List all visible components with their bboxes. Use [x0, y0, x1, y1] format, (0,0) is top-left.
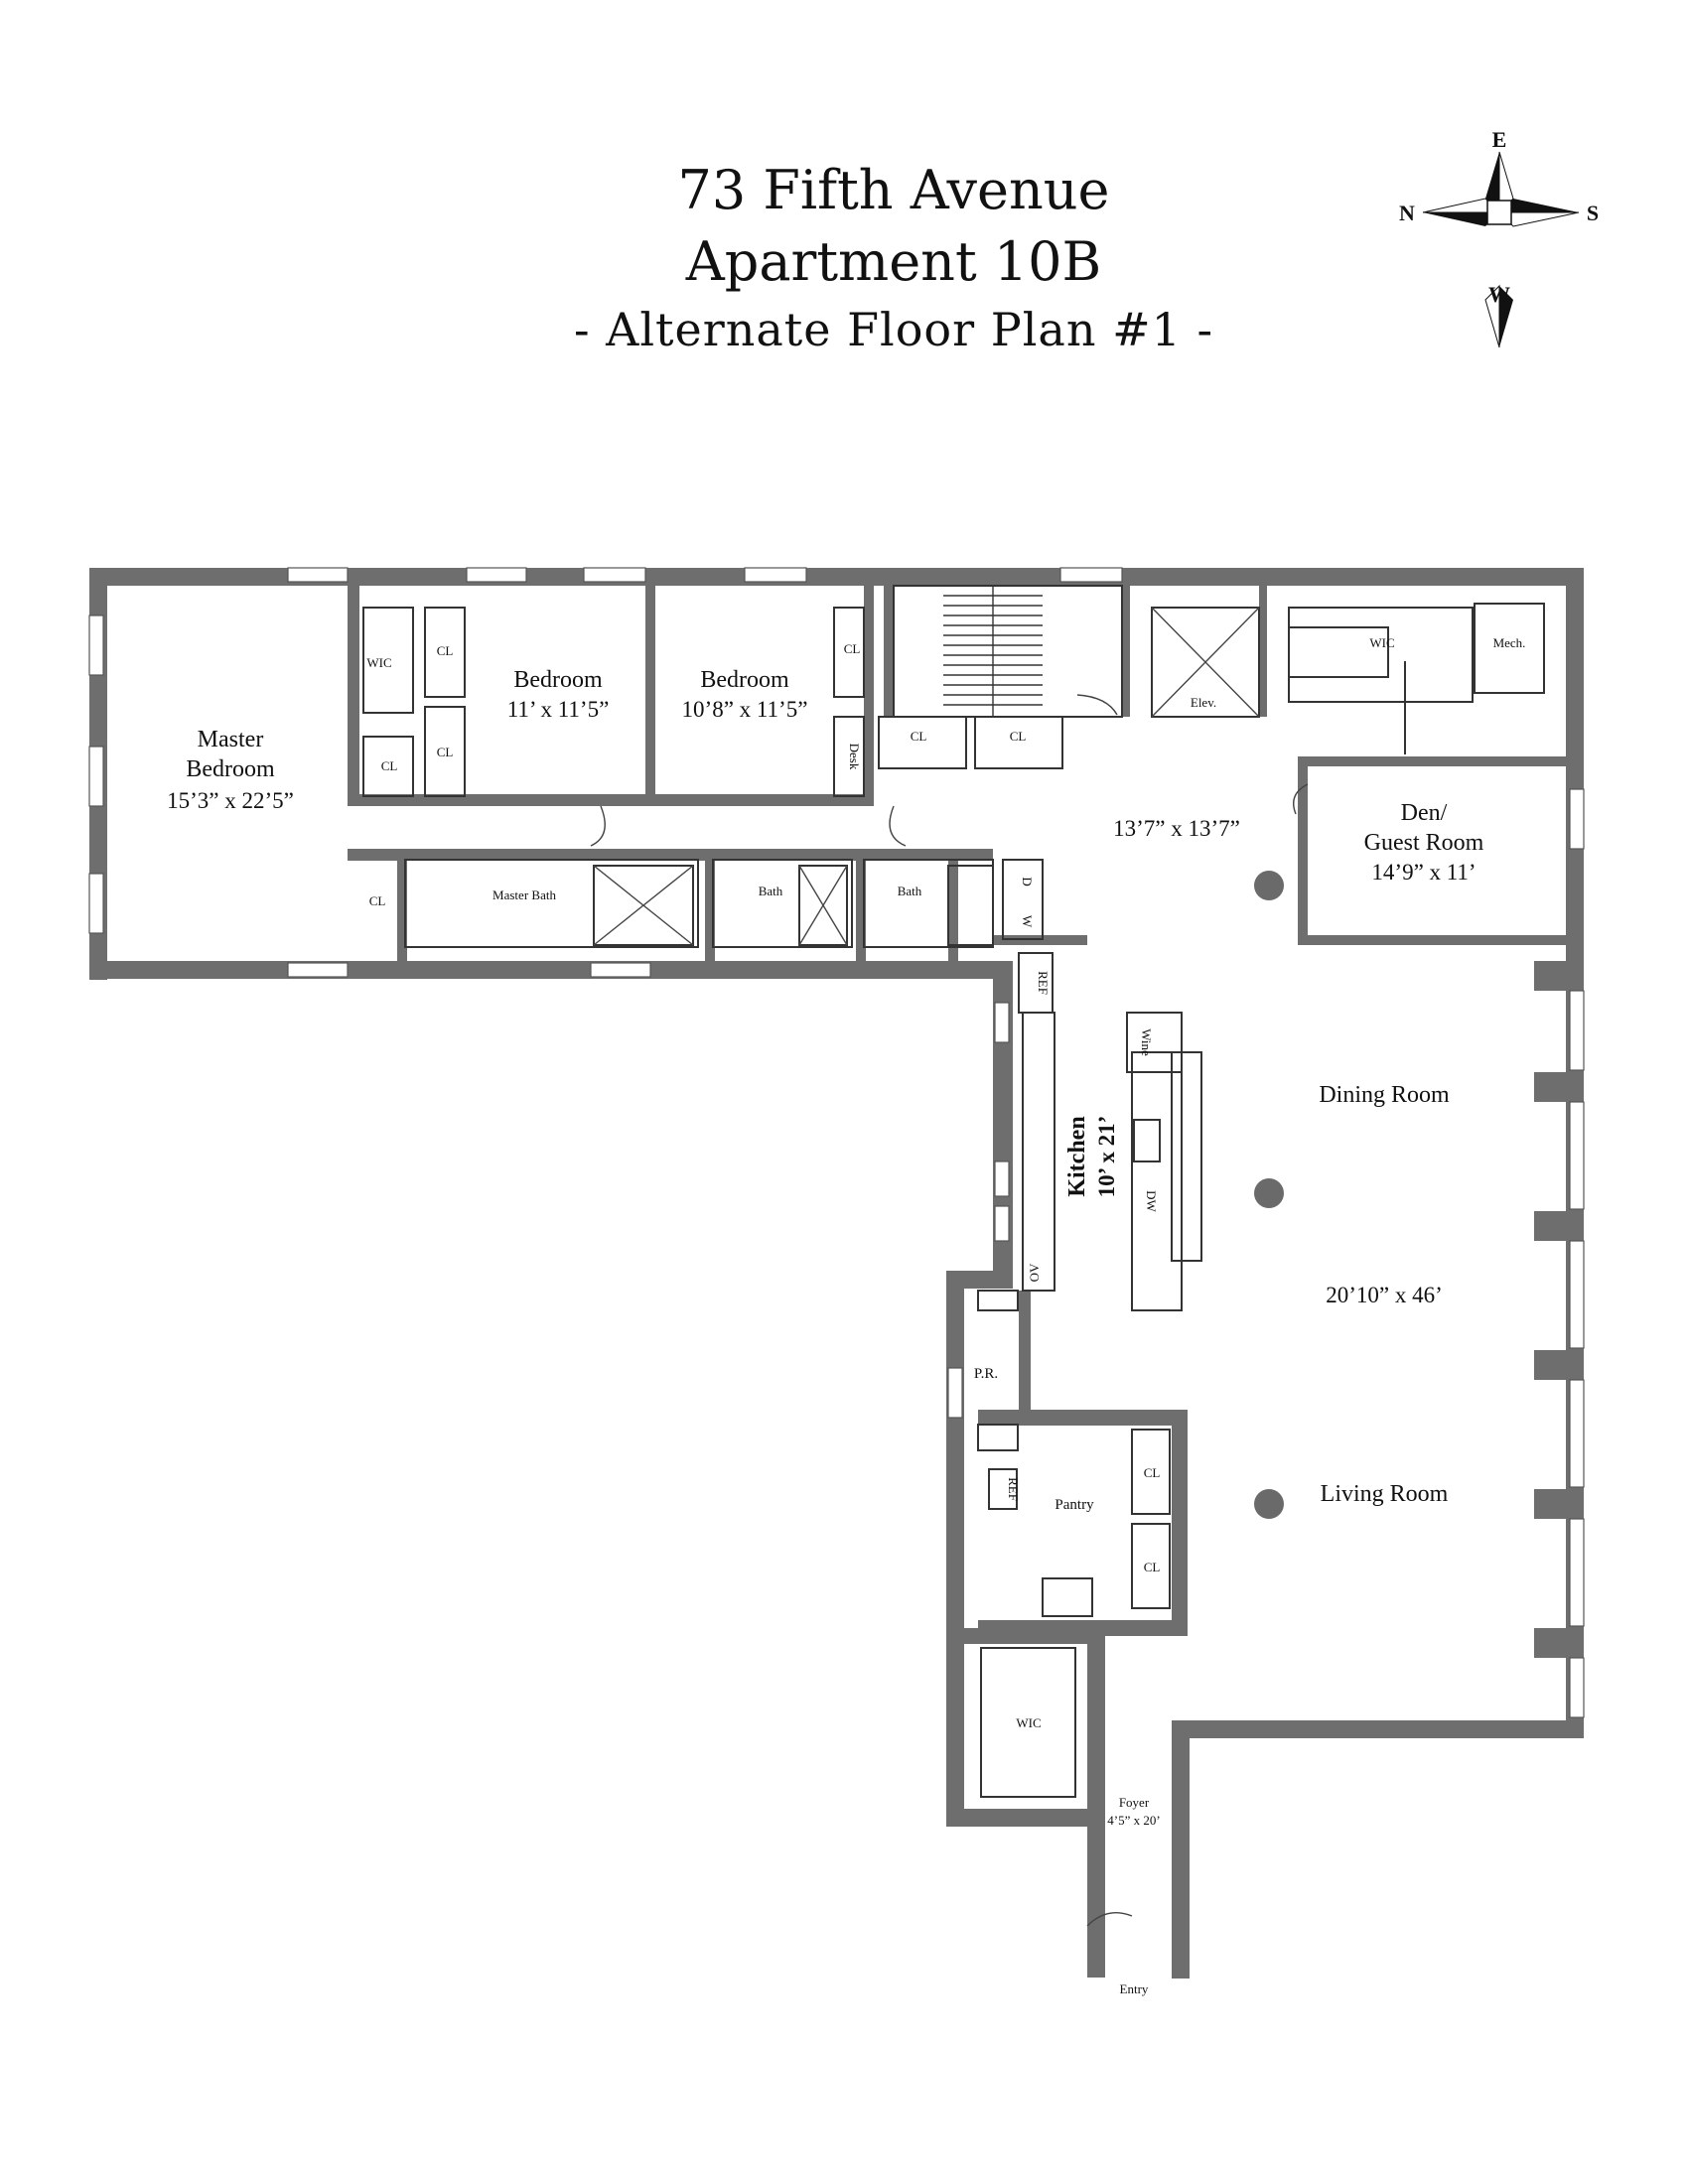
pantry-ref-label: REF — [1006, 1477, 1021, 1501]
den-label: Den/ — [1401, 800, 1448, 826]
master-bedroom-label-2: Bedroom — [186, 756, 275, 782]
cl-label: CL — [1144, 1560, 1161, 1574]
living-dining-dims: 20’10” x 46’ — [1326, 1283, 1443, 1307]
kitchen-dims: 10’ x 21’ — [1094, 1116, 1119, 1198]
ov-label: OV — [1027, 1263, 1042, 1282]
fixture-lines — [362, 585, 1545, 1798]
den-label-2: Guest Room — [1364, 830, 1484, 856]
living-room-label: Living Room — [1321, 1481, 1449, 1507]
wic-foyer-label: WIC — [1016, 1715, 1041, 1730]
desk-label: Desk — [847, 744, 862, 770]
pantry-label: Pantry — [1055, 1497, 1094, 1513]
cl-label: CL — [437, 745, 454, 759]
compass-rose-icon — [1422, 151, 1580, 348]
elevator-label: Elev. — [1191, 695, 1216, 710]
bedroom-1-label: Bedroom — [513, 667, 603, 693]
ref-label: REF — [1036, 971, 1051, 995]
gallery-dims: 13’7” x 13’7” — [1113, 816, 1240, 841]
cl-label: CL — [437, 643, 454, 658]
bath-2-label: Bath — [898, 884, 922, 898]
compass-west-label: W — [1488, 282, 1510, 307]
foyer-label: Foyer — [1119, 1795, 1150, 1810]
cl-label: CL — [1010, 729, 1027, 744]
plan-subtitle: - Alternate Floor Plan #1 - — [573, 303, 1214, 356]
cl-label: CL — [369, 893, 386, 908]
apartment-title: Apartment 10B — [685, 230, 1102, 293]
interior-walls — [348, 586, 1566, 1420]
column — [1254, 871, 1284, 900]
wic-den-label: WIC — [1369, 635, 1394, 650]
dw-label: DW — [1144, 1190, 1159, 1212]
wic-master-label: WIC — [366, 655, 391, 670]
column — [1254, 1178, 1284, 1208]
den-dims: 14’9” x 11’ — [1371, 860, 1476, 885]
cl-label: CL — [844, 641, 861, 656]
address-title: 73 Fifth Avenue — [677, 159, 1110, 221]
bath-1-label: Bath — [759, 884, 783, 898]
compass-south-label: S — [1587, 201, 1599, 225]
foyer-dims: 4’5” x 20’ — [1107, 1813, 1160, 1828]
dryer-label: D — [1020, 877, 1035, 886]
wine-label: Wine — [1139, 1028, 1154, 1056]
master-bedroom-label: Master — [198, 727, 264, 752]
dining-room-label: Dining Room — [1319, 1082, 1450, 1108]
bedroom-2-label: Bedroom — [700, 667, 789, 693]
cl-label: CL — [381, 758, 398, 773]
kitchen-label: Kitchen — [1064, 1116, 1090, 1196]
entry-label: Entry — [1120, 1981, 1149, 1996]
master-bedroom-dims: 15’3” x 22’5” — [167, 788, 294, 813]
doors — [590, 694, 1309, 1927]
mechanical-label: Mech. — [1493, 635, 1526, 650]
compass-north-label: N — [1399, 201, 1415, 225]
bedroom-2-dims: 10’8” x 11’5” — [682, 697, 808, 722]
compass-east-label: E — [1492, 127, 1507, 152]
bedroom-1-dims: 11’ x 11’5” — [507, 697, 610, 722]
exterior-walls — [89, 568, 1584, 1979]
windows — [88, 567, 1585, 1718]
powder-room-label: P.R. — [974, 1366, 998, 1382]
column — [1254, 1489, 1284, 1519]
master-bath-label: Master Bath — [492, 887, 556, 902]
cl-label: CL — [911, 729, 927, 744]
cl-label: CL — [1144, 1465, 1161, 1480]
washer-label: W — [1020, 915, 1035, 928]
